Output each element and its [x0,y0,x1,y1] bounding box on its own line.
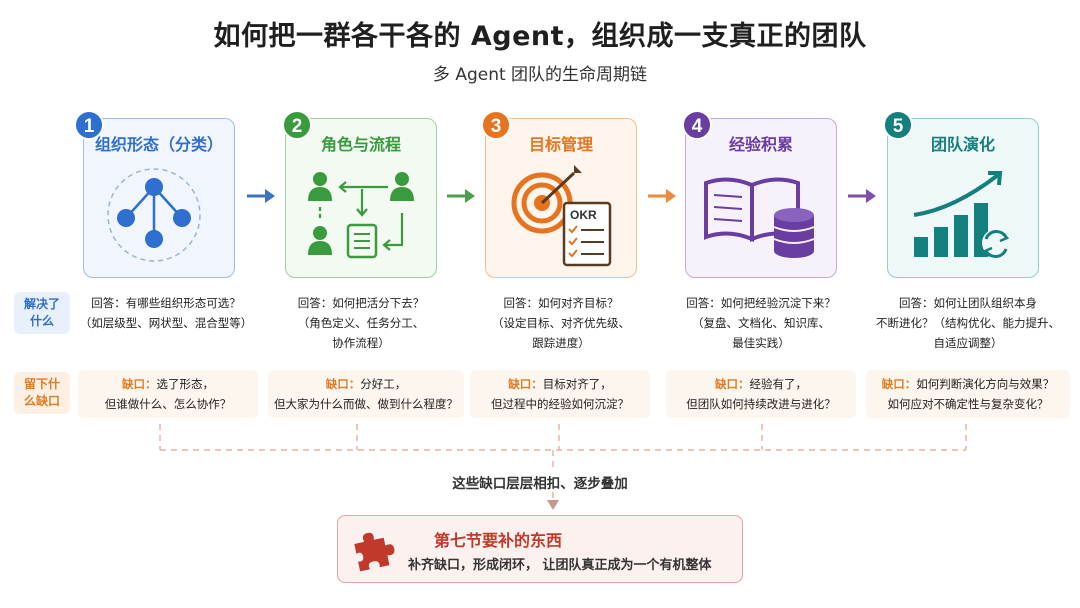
gap-line: 但大家为什么而做、做到什么程度？ [274,397,458,411]
gap-box: 缺口：如何判断演化方向与效果？ 如何应对不确定性与复杂变化？ [866,370,1070,418]
target-okr-icon: OKR [511,165,612,267]
stage-number-badge: 5 [883,110,913,140]
gap-text: 经验有了， [749,377,808,391]
org-tree-icon [107,168,201,262]
gap-text: 目标对齐了， [542,377,612,391]
gap-text: 分好工， [360,377,407,391]
gap-prefix: 缺口： [715,377,750,391]
row-label-line: 解决了 [23,297,60,311]
final-box: 第七节要补的东西 补齐缺口，形成闭环， 让团队真正成为一个有机整体 [337,515,743,583]
final-description: 补齐缺口，形成闭环， 让团队真正成为一个有机整体 [408,558,712,573]
stage-card-goal-management: 目标管理 OKR [485,118,637,278]
answer-line: 回答：如何让团队组织本身 [899,296,1037,310]
answer-line: 最佳实践） [732,336,790,350]
gap-prefix: 缺口： [122,377,157,391]
answer-text: 回答：如何让团队组织本身 不断进化？（结构优化、能力提升、 自适应调整） [866,293,1070,353]
gap-prefix: 缺口： [881,377,917,391]
answer-line: （角色定义、任务分工、 [297,316,425,330]
book-database-icon [704,177,815,258]
stage-title: 团队演化 [930,135,995,154]
gap-line: 但过程中的经验如何沉淀？ [491,397,629,411]
arrow-right-icon [447,189,475,203]
gap-text: 选了形态， [156,377,215,391]
answer-line: 回答：如何把经验沉淀下来？ [686,296,836,310]
stage-card-experience: 经验积累 [685,118,837,278]
page-subtitle: 多 Agent 团队的生命周期链 [432,65,648,85]
row-label-line: 留下什 [23,377,60,391]
gap-line: 缺口：经验有了， [666,374,856,394]
gap-box: 缺口：经验有了， 但团队如何持续改进与进化？ [666,370,856,418]
arrow-right-icon [247,189,275,203]
gap-line: 缺口：分好工， [268,374,464,394]
answer-line: 回答：有哪些组织形态可选？ [91,296,241,310]
answer-line: 不断进化？（结构优化、能力提升、 [876,316,1060,330]
row-label-line: 什么 [29,314,54,328]
arrow-right-icon [648,189,676,203]
gap-box: 缺口：目标对齐了， 但过程中的经验如何沉淀？ [470,370,650,418]
gap-prefix: 缺口： [325,377,361,391]
answer-text: 回答：如何把活分下去？ （角色定义、任务分工、 协作流程） [268,293,454,353]
row-label-line: 么缺口 [23,394,60,408]
merge-text: 这些缺口层层相扣、逐步叠加 [452,476,628,492]
arrow-down-icon [547,500,559,510]
stage-number-badge: 3 [481,110,511,140]
puzzle-icon [354,532,395,572]
row-label-solved: 解决了 什么 [14,292,70,334]
gap-line: 缺口：目标对齐了， [470,374,650,394]
answer-line: 回答：如何把活分下去？ [297,296,425,310]
gap-line: 缺口：如何判断演化方向与效果？ [866,374,1070,394]
gap-prefix: 缺口： [508,377,543,391]
answer-text: 回答：如何对齐目标？ （设定目标、对齐优先级、 跟踪进度） [468,293,654,353]
stage-number-badge: 1 [74,110,104,140]
final-title: 第七节要补的东西 [434,531,563,550]
answer-line: （如层级型、网状型、混合型等） [79,316,253,330]
gap-text: 如何判断演化方向与效果？ [916,377,1055,391]
stage-title: 目标管理 [528,135,593,154]
page-title: 如何把一群各干各的 Agent，组织成一支真正的团队 [213,21,867,52]
stage-card-org-form: 组织形态（分类） [83,118,235,278]
roles-workflow-icon [308,172,414,259]
gap-box: 缺口：分好工， 但大家为什么而做、做到什么程度？ [268,370,464,418]
row-label-gaps: 留下什 么缺口 [14,372,70,414]
gap-line: 但团队如何持续改进与进化？ [686,397,836,411]
answer-line: 跟踪进度） [532,336,590,350]
answer-text: 回答：如何把经验沉淀下来？ （复盘、文档化、知识库、 最佳实践） [668,293,854,353]
gap-line: 如何应对不确定性与复杂变化？ [887,397,1049,411]
answer-line: （复盘、文档化、知识库、 [692,316,830,330]
stage-card-team-evolution: 团队演化 [887,118,1039,278]
svg-text:OKR: OKR [570,208,597,222]
answer-text: 回答：有哪些组织形态可选？ （如层级型、网状型、混合型等） [73,293,259,333]
stage-card-roles-workflow: 角色与流程 [285,118,437,278]
gap-box: 缺口：选了形态， 但谁做什么、怎么协作？ [78,370,258,418]
answer-line: 自适应调整） [933,336,1003,350]
arrow-right-icon [848,189,876,203]
answer-line: 协作流程） [332,336,390,350]
stage-title: 组织形态（分类） [94,135,223,154]
stage-title: 角色与流程 [320,135,401,154]
stage-number-badge: 4 [682,110,712,140]
gap-line: 缺口：选了形态， [78,374,258,394]
stage-number-badge: 2 [282,110,312,140]
answer-line: （设定目标、对齐优先级、 [492,316,630,330]
gap-line: 但谁做什么、怎么协作？ [104,397,232,411]
answer-line: 回答：如何对齐目标？ [503,296,619,310]
growth-chart-icon [913,171,1010,258]
stage-title: 经验积累 [728,135,793,154]
